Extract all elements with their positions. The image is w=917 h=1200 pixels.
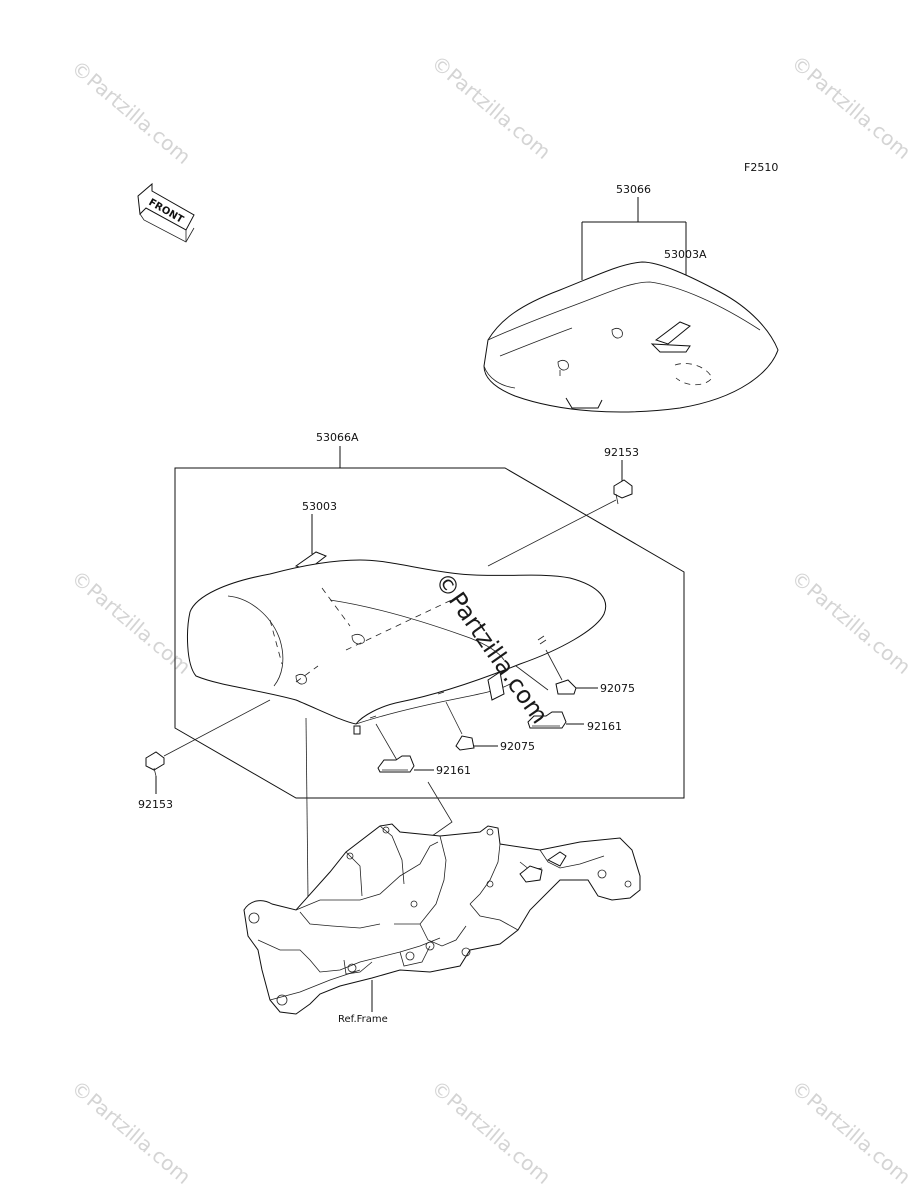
- bolt-left: 92153: [138, 699, 271, 811]
- watermark: ©Partzilla.com: [67, 565, 196, 679]
- part-label-92153-left: 92153: [138, 798, 173, 811]
- part-label-92161-center: 92161: [436, 764, 471, 777]
- watermark: ©Partzilla.com: [67, 1075, 196, 1189]
- watermark: ©Partzilla.com: [787, 50, 916, 164]
- part-label-53066A: 53066A: [316, 431, 359, 444]
- watermark: ©Partzilla.com: [67, 55, 196, 169]
- frame-leader: [427, 781, 453, 837]
- ref-frame-label: Ref.Frame: [338, 1014, 388, 1025]
- part-label-53003A: 53003A: [664, 248, 707, 261]
- watermark: ©Partzilla.com: [787, 565, 916, 679]
- part-label-53066: 53066: [616, 183, 651, 196]
- watermark: ©Partzilla.com: [787, 1075, 916, 1189]
- watermark: ©Partzilla.com: [427, 1075, 556, 1189]
- watermark: ©Partzilla.com: [427, 50, 556, 164]
- frame-leader: [305, 717, 309, 899]
- rear-seat: 53066 53003A: [483, 183, 779, 413]
- part-label-92161-right: 92161: [587, 720, 622, 733]
- bolt-right: 92153: [487, 446, 639, 567]
- rear-frame: [243, 823, 641, 1015]
- front-seat-assembly: 53066A 53003 92075: [174, 431, 685, 799]
- front-arrow-icon: FRONT: [137, 182, 195, 243]
- figure-code: F2510: [744, 161, 778, 174]
- part-label-53003: 53003: [302, 500, 337, 513]
- part-label-92075-right: 92075: [600, 682, 635, 695]
- part-label-92153-right: 92153: [604, 446, 639, 459]
- part-label-92075-center: 92075: [500, 740, 535, 753]
